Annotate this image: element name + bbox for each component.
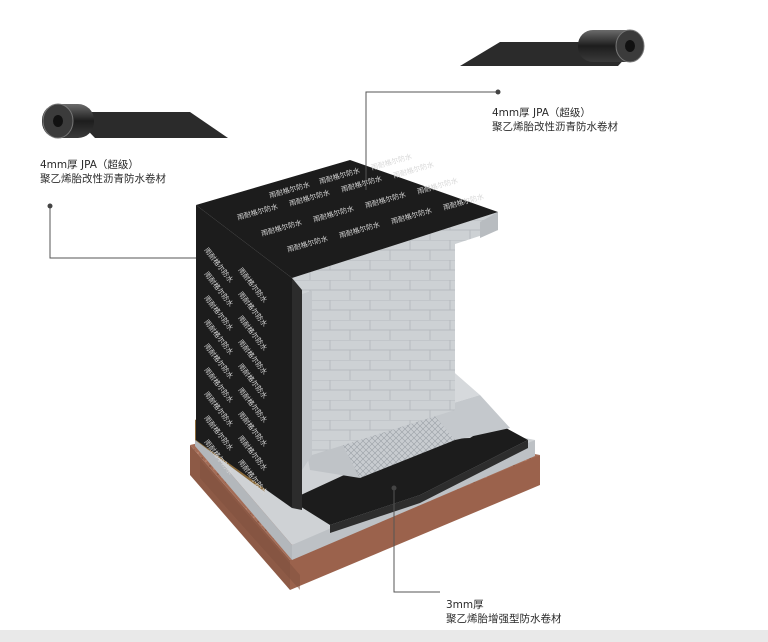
- label-top-left-line2: 聚乙烯胎改性沥青防水卷材: [40, 173, 166, 185]
- roof-slab: [292, 212, 498, 294]
- label-bottom-line1: 3mm厚: [446, 599, 484, 611]
- label-top-right-line2: 聚乙烯胎改性沥青防水卷材: [492, 121, 618, 133]
- label-top-right: 4mm厚 JPA（超级） 聚乙烯胎改性沥青防水卷材: [492, 106, 618, 134]
- leader-top-right: [365, 91, 498, 190]
- label-bottom-line2: 聚乙烯胎增强型防水卷材: [446, 613, 562, 625]
- leader-bottom: [393, 488, 440, 593]
- label-bottom: 3mm厚 聚乙烯胎增强型防水卷材: [446, 598, 562, 626]
- label-top-left: 4mm厚 JPA（超级） 聚乙烯胎改性沥青防水卷材: [40, 158, 166, 186]
- leader-dots: [47, 89, 501, 491]
- membrane-roll-right: [460, 29, 645, 66]
- leader-lines: [49, 91, 498, 593]
- label-top-left-line1: 4mm厚 JPA（超级）: [40, 159, 139, 171]
- concrete-wall-back: [302, 238, 455, 470]
- roof-membrane: [196, 160, 498, 278]
- bottom-strip: [0, 630, 768, 642]
- leader-top-left: [49, 206, 196, 259]
- membrane-roll-left: [42, 103, 228, 139]
- label-top-right-line1: 4mm厚 JPA（超级）: [492, 107, 591, 119]
- floor-membrane: [290, 422, 528, 533]
- wall-membrane-front: [196, 205, 302, 510]
